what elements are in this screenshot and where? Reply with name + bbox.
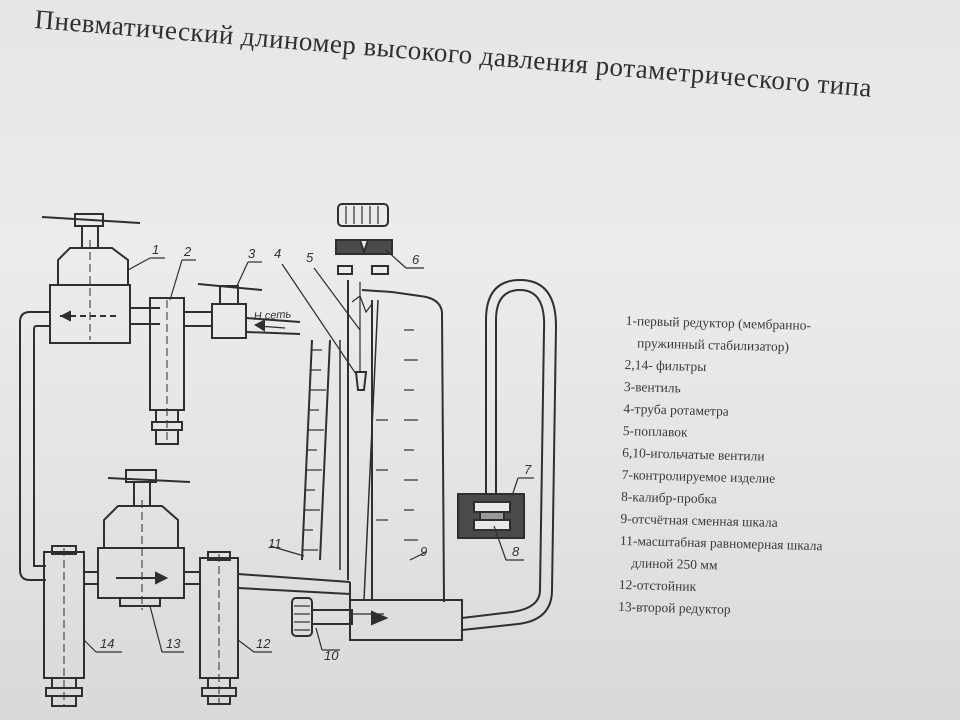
needle-valve-6: [335, 203, 393, 275]
callout-4: 4: [274, 246, 281, 261]
float-5: [351, 282, 373, 391]
valve-3: [197, 283, 301, 339]
callout-9: 9: [420, 544, 427, 559]
callout-11: 11: [268, 536, 282, 551]
scale-11: [301, 339, 341, 570]
callout-14: 14: [100, 636, 114, 651]
filter-2: [149, 297, 185, 445]
callout-10: 10: [324, 648, 339, 663]
controlled-part-7: [457, 493, 525, 539]
legend: 1-первый редуктор (мембранно- пружинный …: [618, 310, 946, 626]
callout-8: 8: [512, 544, 520, 559]
settler-12: [199, 551, 239, 705]
callout-3: 3: [248, 246, 256, 261]
callout-6: 6: [412, 252, 420, 267]
callout-1: 1: [152, 242, 159, 257]
rotameter-tube-4: [347, 280, 445, 603]
callout-5: 5: [306, 250, 314, 265]
inlet-label: Н сеть: [253, 308, 291, 323]
callout-13: 13: [166, 636, 181, 651]
callout-7: 7: [524, 462, 532, 477]
needle-valve-10: [291, 597, 353, 637]
filter-14: [43, 545, 85, 707]
reading-scale-9: [376, 329, 418, 541]
reductor-1: [41, 213, 141, 344]
callout-2: 2: [183, 244, 192, 259]
callout-12: 12: [256, 636, 271, 651]
reductor-13: [97, 469, 191, 610]
